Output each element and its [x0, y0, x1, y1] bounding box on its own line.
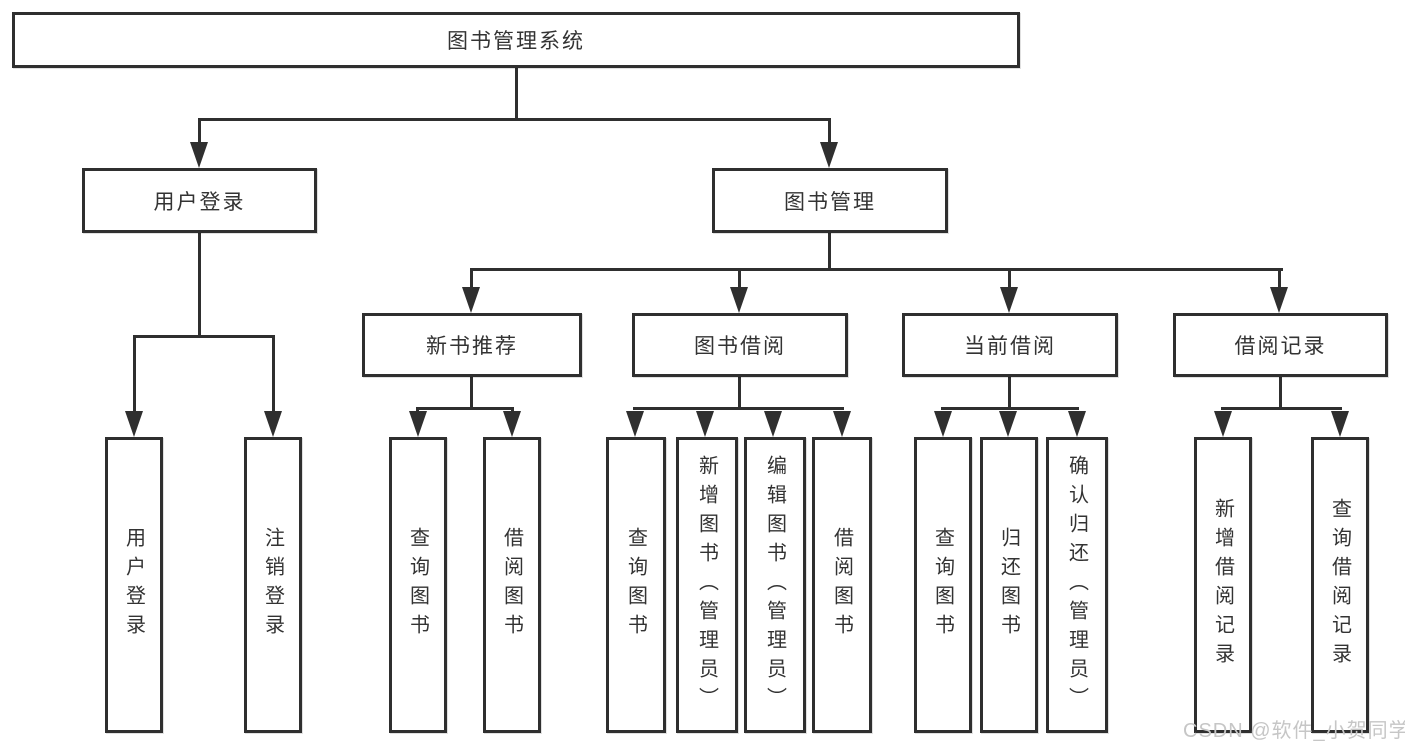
connector-user-login-rail	[133, 335, 275, 338]
csdn-watermark: CSDN @软件_小贺同学	[1183, 720, 1405, 742]
leaf-borrow-books-recommend-label: 借阅图书	[500, 527, 523, 643]
connector-arrow-shaft	[1008, 268, 1011, 290]
leaf-add-books-admin: 新增图书（管理员）	[676, 437, 738, 733]
connector-root-trunk	[515, 66, 518, 121]
connector-book-mgmt-trunk	[828, 231, 831, 271]
arrow-down-icon	[730, 287, 748, 313]
connector-current-borrow-trunk	[1008, 375, 1011, 410]
arrow-down-icon	[503, 411, 521, 437]
leaf-query-books-recommend: 查询图书	[389, 437, 447, 733]
arrow-down-icon	[190, 142, 208, 168]
arrow-down-icon	[626, 411, 644, 437]
leaf-logout-label: 注销登录	[261, 527, 284, 643]
node-user-login-label: 用户登录	[153, 190, 246, 214]
leaf-return-books-label: 归还图书	[997, 527, 1020, 643]
connector-level2-rail	[198, 118, 831, 121]
connector-current-borrow-rail	[941, 407, 1079, 410]
node-borrow-record-label: 借阅记录	[1234, 335, 1327, 358]
leaf-confirm-return-admin-label: 确认归还（管理员）	[1065, 454, 1088, 716]
arrow-down-icon	[1214, 411, 1232, 437]
leaf-borrow-books-recommend: 借阅图书	[483, 437, 541, 733]
arrow-down-icon	[462, 287, 480, 313]
node-root-system: 图书管理系统	[12, 12, 1020, 68]
node-user-login: 用户登录	[82, 168, 317, 233]
leaf-edit-books-admin: 编辑图书（管理员）	[744, 437, 806, 733]
arrow-down-icon	[764, 411, 782, 437]
connector-arrow-shaft	[198, 118, 201, 145]
leaf-query-borrow-record-label: 查询借阅记录	[1328, 498, 1351, 672]
arrow-down-icon	[409, 411, 427, 437]
connector-borrow-record-rail	[1221, 407, 1342, 410]
leaf-query-books-borrow: 查询图书	[606, 437, 666, 733]
arrow-down-icon	[264, 411, 282, 437]
connector-arrow-shaft	[828, 118, 831, 145]
node-new-book-recommend-label: 新书推荐	[426, 335, 518, 358]
arrow-down-icon	[1331, 411, 1349, 437]
connector-book-borrow-trunk	[738, 375, 741, 410]
connector-arrow-shaft	[470, 268, 473, 290]
arrow-down-icon	[1270, 287, 1288, 313]
node-book-borrow-label: 图书借阅	[694, 335, 786, 358]
node-current-borrow: 当前借阅	[902, 313, 1118, 377]
connector-book-borrow-rail	[633, 407, 844, 410]
leaf-add-books-admin-label: 新增图书（管理员）	[695, 454, 718, 716]
leaf-query-books-recommend-label: 查询图书	[406, 527, 429, 643]
connector-arrow-shaft	[738, 268, 741, 290]
leaf-query-books-current: 查询图书	[914, 437, 972, 733]
arrow-down-icon	[1000, 287, 1018, 313]
node-book-borrow: 图书借阅	[632, 313, 848, 377]
leaf-borrow-books: 借阅图书	[812, 437, 872, 733]
leaf-add-borrow-record-label: 新增借阅记录	[1211, 498, 1234, 672]
arrow-down-icon	[820, 142, 838, 168]
arrow-down-icon	[999, 411, 1017, 437]
connector-new-book-rail	[416, 407, 514, 410]
arrow-down-icon	[125, 411, 143, 437]
connector-borrow-record-trunk	[1279, 375, 1282, 410]
node-current-borrow-label: 当前借阅	[964, 335, 1056, 358]
connector-arrow-shaft	[272, 335, 275, 413]
arrow-down-icon	[934, 411, 952, 437]
leaf-query-books-borrow-label: 查询图书	[624, 527, 647, 643]
connector-arrow-shaft	[133, 335, 136, 413]
connector-level3-rail	[470, 268, 1283, 271]
leaf-add-borrow-record: 新增借阅记录	[1194, 437, 1252, 733]
connector-arrow-shaft	[1278, 268, 1281, 290]
leaf-user-login: 用户登录	[105, 437, 163, 733]
node-book-management: 图书管理	[712, 168, 948, 233]
leaf-logout: 注销登录	[244, 437, 302, 733]
connector-new-book-trunk	[470, 375, 473, 410]
arrow-down-icon	[1068, 411, 1086, 437]
node-root-system-label: 图书管理系统	[447, 30, 585, 53]
node-borrow-record: 借阅记录	[1173, 313, 1388, 377]
leaf-query-borrow-record: 查询借阅记录	[1311, 437, 1369, 733]
leaf-return-books: 归还图书	[980, 437, 1038, 733]
leaf-edit-books-admin-label: 编辑图书（管理员）	[763, 454, 786, 716]
node-book-management-label: 图书管理	[784, 190, 876, 214]
leaf-confirm-return-admin: 确认归还（管理员）	[1046, 437, 1108, 733]
leaf-query-books-current-label: 查询图书	[931, 527, 954, 643]
arrow-down-icon	[833, 411, 851, 437]
leaf-user-login-label: 用户登录	[122, 527, 145, 643]
connector-user-login-trunk	[198, 231, 201, 338]
node-new-book-recommend: 新书推荐	[362, 313, 582, 377]
arrow-down-icon	[696, 411, 714, 437]
leaf-borrow-books-label: 借阅图书	[830, 527, 853, 643]
